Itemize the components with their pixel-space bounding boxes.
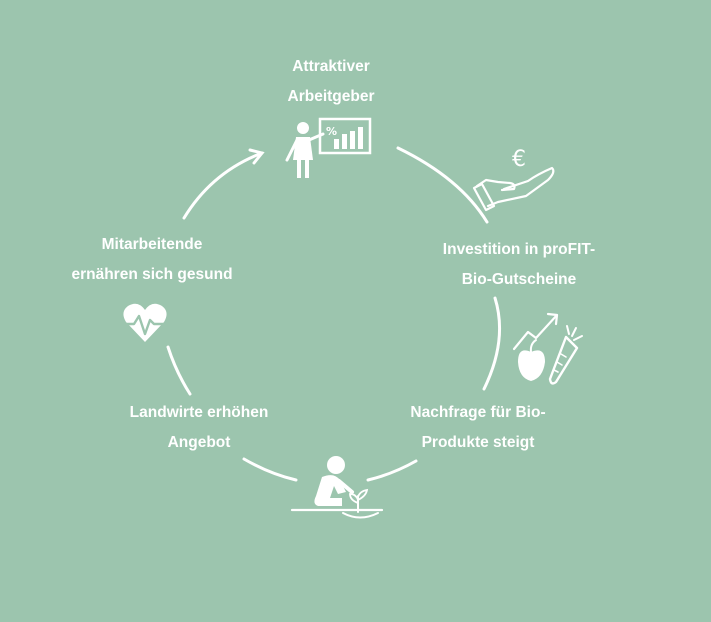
node-landwirte-line-1: Landwirte erhöhen <box>129 404 269 421</box>
arc-arbeitgeber-to-investition <box>396 146 489 224</box>
node-landwirte-line-2: Angebot <box>167 434 231 451</box>
node-investition-line-2: Bio-Gutscheine <box>461 271 577 288</box>
node-mitarbeitende-label: Mitarbeitende ernähren sich gesund <box>71 230 232 290</box>
node-mitarbeitende-line-1: Mitarbeitende <box>101 236 203 253</box>
arc-mitarbeitende-to-arbeitgeber <box>182 151 264 220</box>
node-arbeitgeber-label: Attraktiver Arbeitgeber <box>288 52 375 112</box>
svg-text:€: € <box>512 147 526 172</box>
arc-landwirte-to-mitarbeitende-bottom <box>242 457 298 482</box>
presenter-chart-icon: % <box>285 117 372 178</box>
svg-text:%: % <box>326 125 337 138</box>
node-investition-line-1: Investition in proFIT- <box>442 241 596 258</box>
apple-carrot-trend-icon <box>512 312 583 385</box>
euro-hand-icon: € <box>472 147 555 212</box>
node-landwirte-label: Landwirte erhöhen Angebot <box>130 398 269 458</box>
node-nachfrage-line-1: Nachfrage für Bio- <box>410 404 546 421</box>
node-mitarbeitende-line-2: ernähren sich gesund <box>71 266 233 283</box>
arc-investition-to-nachfrage <box>482 296 501 391</box>
arc-landwirte-to-mitarbeitende-left <box>166 345 192 396</box>
node-arbeitgeber-line-2: Arbeitgeber <box>287 88 375 105</box>
node-nachfrage-label: Nachfrage für Bio- Produkte steigt <box>410 398 545 458</box>
node-investition-label: Investition in proFIT- Bio-Gutscheine <box>443 235 595 295</box>
heart-pulse-icon <box>118 303 172 342</box>
arc-arrowhead <box>248 148 265 165</box>
node-nachfrage-line-2: Produkte steigt <box>421 434 535 451</box>
farmer-planting-icon <box>290 456 384 519</box>
node-arbeitgeber-line-1: Attraktiver <box>292 58 370 75</box>
arc-nachfrage-to-landwirte <box>366 459 418 482</box>
